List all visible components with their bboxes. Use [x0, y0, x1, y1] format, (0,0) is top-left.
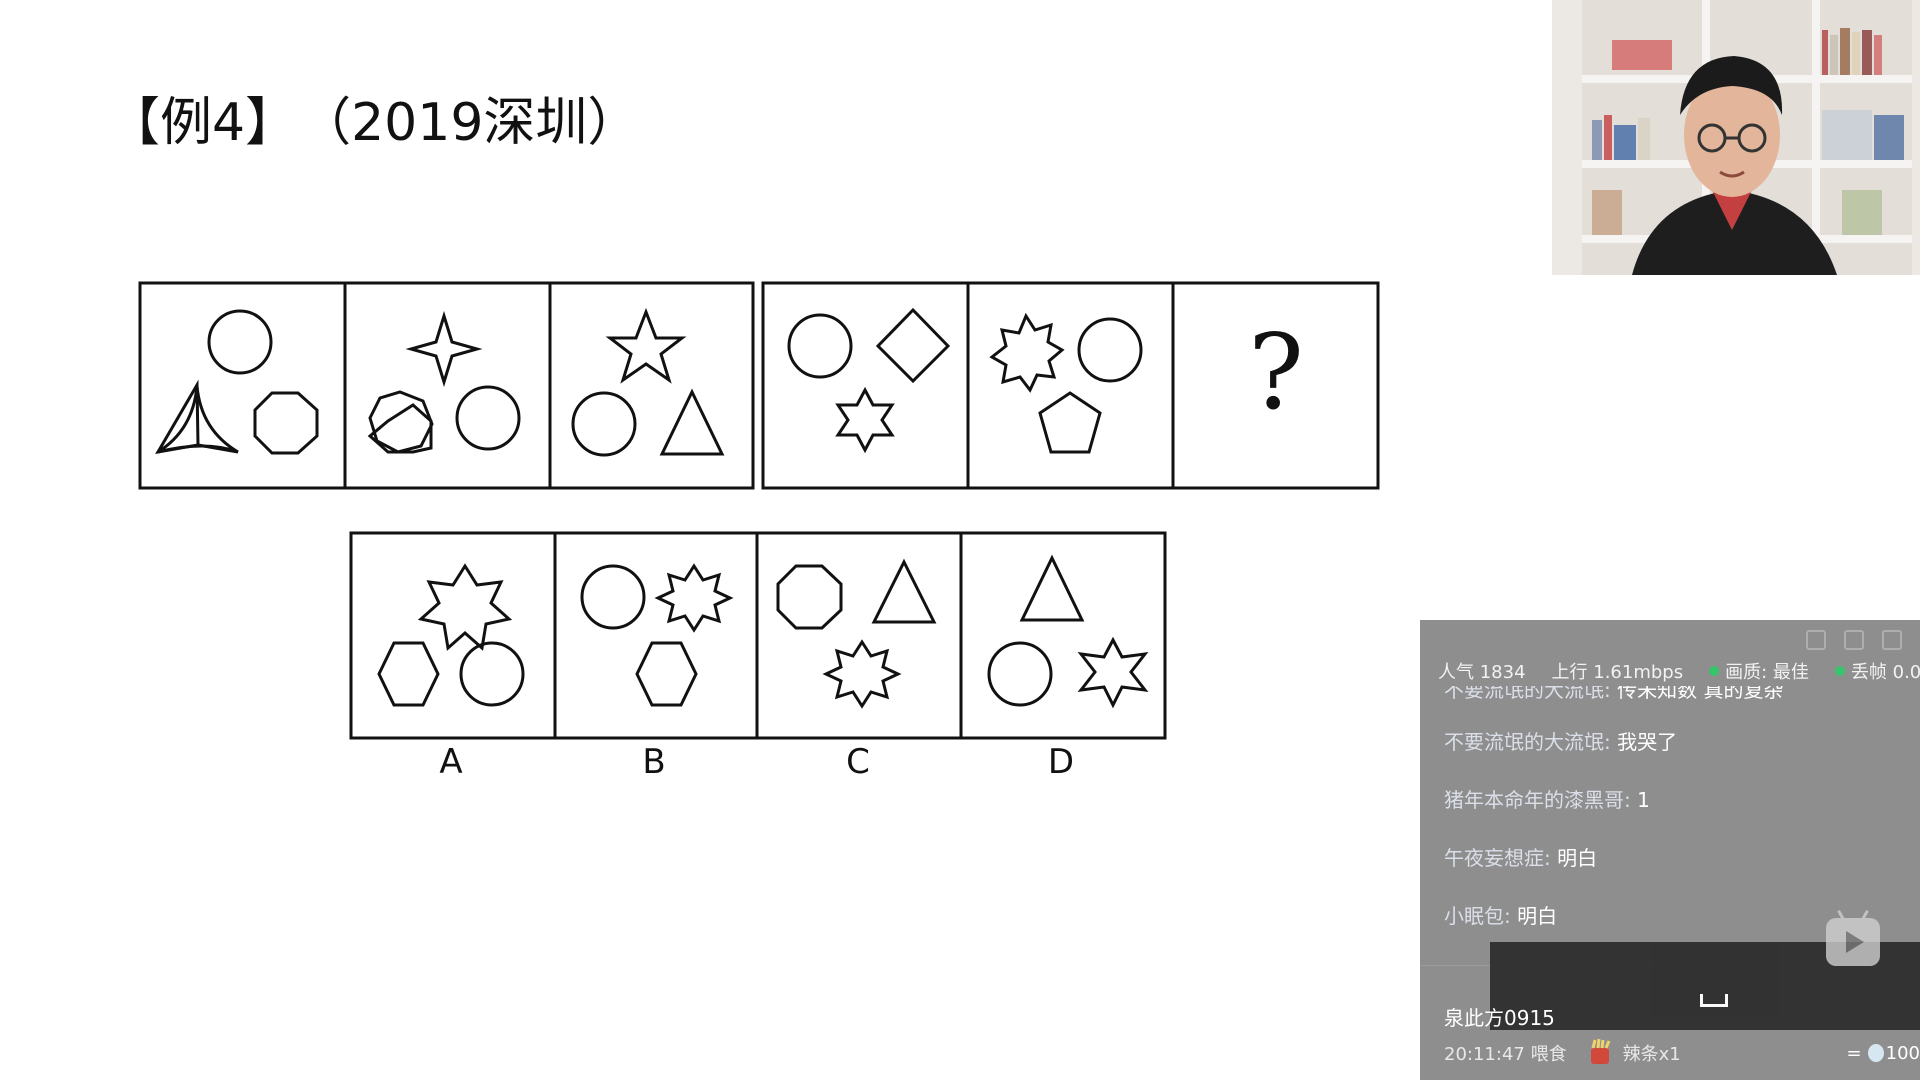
chat-message: 午夜妄想症: 明白	[1444, 842, 1597, 871]
circle-shape	[987, 641, 1053, 707]
circle-shape	[207, 309, 273, 375]
options-row	[349, 531, 1167, 740]
question-frame-3	[548, 281, 755, 490]
slide-title: 【例4】 （2019深圳）	[108, 80, 639, 155]
question-frame-6	[1171, 281, 1380, 490]
question-frame-4	[761, 281, 970, 490]
drop-stat: 丢帧 0.0%	[1834, 658, 1920, 684]
bilibili-player-icon[interactable]	[1826, 918, 1880, 966]
chat-text: 明白	[1517, 904, 1558, 928]
play-icon	[1846, 931, 1864, 953]
triangle-shape	[659, 388, 725, 456]
seven-point-star-shape	[417, 563, 513, 651]
gift-username[interactable]: 泉此方0915	[1444, 1006, 1555, 1030]
chat-messages[interactable]: 不要流氓的大流氓: 传未知数 真的复杂 不要流氓的大流氓: 我哭了 猪年本命年的…	[1444, 680, 1910, 935]
chat-toolbar	[1806, 630, 1902, 650]
gift-count: 100	[1885, 1042, 1920, 1064]
live-chat-panel: 人气 1834 上行 1.61mbps 画质: 最佳 丢帧 0.0% 不要流氓的…	[1420, 620, 1920, 1080]
triangle-shape	[1019, 554, 1085, 622]
option-label-a[interactable]: A	[439, 742, 463, 782]
expand-icon[interactable]	[1882, 630, 1902, 650]
example-number: 【例4】	[108, 93, 298, 153]
gift-counter: = 100	[1847, 1043, 1920, 1064]
four-point-star-shape	[405, 310, 483, 388]
circle-shape	[580, 564, 646, 630]
chat-text: 1	[1637, 788, 1650, 812]
equals-icon: =	[1846, 1042, 1862, 1064]
webcam-feed	[1552, 0, 1920, 275]
popularity-stat: 人气 1834	[1438, 662, 1526, 683]
gift-icon	[1585, 1038, 1615, 1068]
option-frame-c[interactable]	[755, 531, 963, 740]
quality-stat: 画质: 最佳	[1709, 658, 1809, 684]
chat-message: 猪年本命年的漆黑哥: 1	[1444, 784, 1650, 813]
hexagon-shape	[377, 641, 440, 707]
circle-shape	[1077, 317, 1143, 383]
circle-shape	[571, 391, 637, 457]
popout-icon[interactable]	[1844, 630, 1864, 650]
octagon-shape	[253, 391, 319, 455]
question-row	[138, 281, 1380, 490]
drop-value: 丢帧 0.0%	[1850, 662, 1920, 683]
chat-message: 不要流氓的大流氓: 传未知数 真的复杂	[1444, 680, 1784, 703]
circle-shape	[455, 385, 521, 451]
circle-shape	[459, 641, 525, 707]
option-frame-b[interactable]	[553, 531, 759, 740]
gift-item: 辣条x1	[1622, 1044, 1681, 1065]
question-frame-5	[966, 281, 1175, 490]
chat-username[interactable]: 小眠包:	[1444, 904, 1511, 928]
video-feed-icon	[1552, 0, 1920, 275]
octagon-shape	[776, 564, 843, 630]
option-label-b[interactable]: B	[642, 742, 666, 782]
option-frame-a[interactable]	[349, 531, 557, 740]
chat-text: 明白	[1557, 846, 1598, 870]
eight-point-star-shape	[822, 639, 902, 709]
chat-username[interactable]: 不要流氓的大流氓:	[1444, 730, 1611, 754]
triangle-shape	[871, 558, 937, 624]
hexagon-shape	[367, 403, 433, 454]
chat-username[interactable]: 不要流氓的大流氓:	[1444, 680, 1611, 702]
option-label-c[interactable]: C	[846, 742, 870, 782]
chat-message: 不要流氓的大流氓: 我哭了	[1444, 726, 1677, 755]
six-point-star-shape	[835, 386, 895, 454]
eight-point-star-shape	[654, 563, 734, 633]
hexagon-shape	[635, 641, 698, 707]
chat-username[interactable]: 午夜妄想症:	[1444, 846, 1551, 870]
figure-sequence-puzzle	[138, 281, 1380, 740]
exam-source: （2019深圳）	[325, 93, 640, 153]
six-point-star-shape	[1077, 636, 1149, 709]
diamond-shape	[875, 307, 951, 384]
status-dot-icon	[1834, 666, 1845, 676]
gift-notification: 20:11:47 喂食 辣条x1 = 100	[1444, 1038, 1920, 1068]
question-mark: ?	[1248, 311, 1304, 433]
gift-time: 20:11:47 喂食	[1444, 1044, 1567, 1065]
option-frame-d[interactable]	[959, 531, 1167, 740]
heptagon-shape	[368, 390, 434, 454]
question-frame-1	[138, 281, 347, 490]
settings-icon[interactable]	[1806, 630, 1826, 650]
seven-point-star-shape	[989, 312, 1065, 393]
status-dot-icon	[1709, 666, 1720, 676]
pentagon-shape	[1038, 391, 1102, 454]
chat-message: 小眠包: 明白	[1444, 900, 1557, 929]
space-key-icon	[1700, 994, 1728, 1007]
question-frame-2	[343, 281, 552, 490]
five-point-star-shape	[605, 307, 687, 384]
coin-icon	[1867, 1044, 1884, 1062]
circle-shape	[787, 313, 853, 379]
chat-username[interactable]: 猪年本命年的漆黑哥:	[1444, 788, 1631, 812]
three-point-star-shape	[157, 385, 239, 454]
option-label-d[interactable]: D	[1047, 742, 1075, 782]
chat-text: 传未知数 真的复杂	[1617, 680, 1784, 702]
stream-stats: 人气 1834 上行 1.61mbps 画质: 最佳 丢帧 0.0%	[1438, 658, 1920, 684]
upload-stat: 上行 1.61mbps	[1551, 662, 1684, 683]
quality-value: 画质: 最佳	[1725, 662, 1809, 683]
chat-text: 我哭了	[1617, 730, 1678, 754]
